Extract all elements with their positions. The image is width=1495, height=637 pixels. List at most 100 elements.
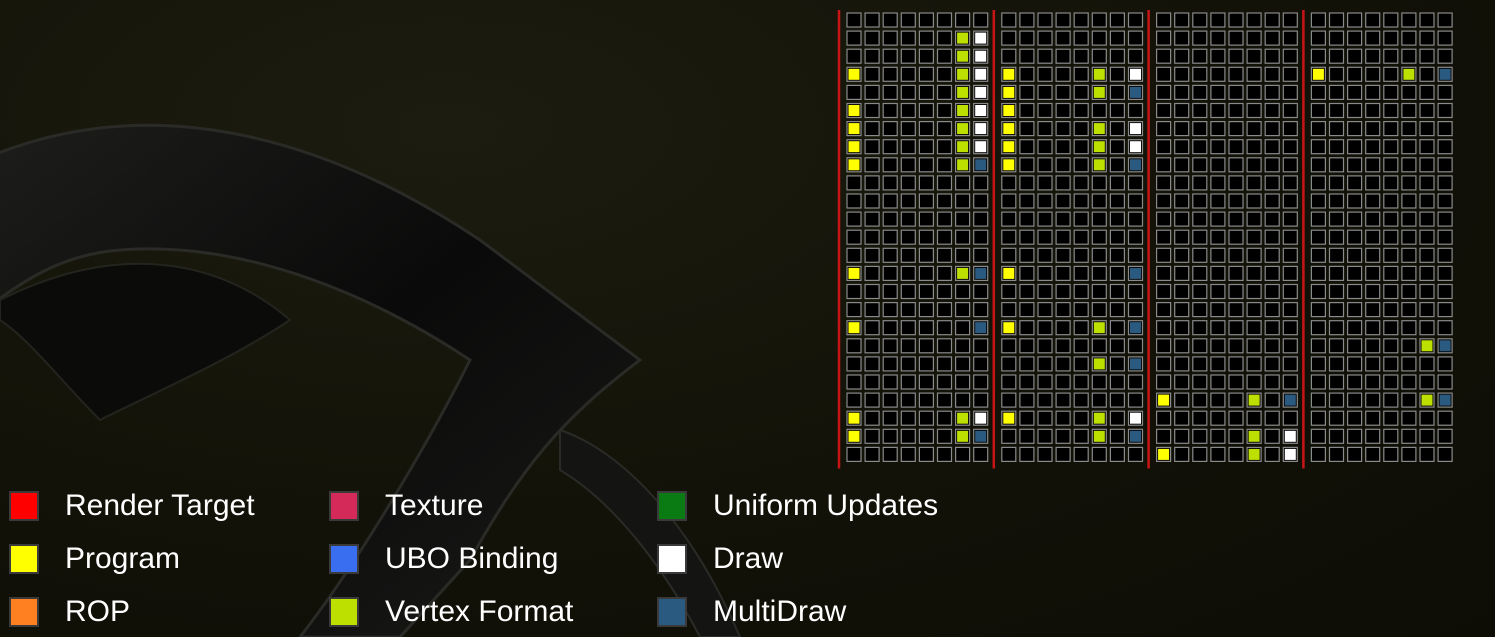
- grid-cell: [1192, 265, 1208, 281]
- grid-cell: [1310, 229, 1326, 245]
- grid-cell: [882, 30, 898, 46]
- state-change-marker: [957, 86, 969, 98]
- grid-cell: [1156, 102, 1172, 119]
- grid-cell: [1282, 283, 1298, 300]
- grid-cell: [864, 283, 880, 300]
- state-change-marker: [848, 322, 860, 334]
- grid-cell: [1383, 30, 1399, 46]
- grid-cell: [1055, 374, 1071, 390]
- state-change-marker: [975, 412, 987, 424]
- state-change-marker: [957, 32, 969, 44]
- grid-cell: [1109, 12, 1125, 28]
- grid-cell: [1328, 247, 1345, 263]
- grid-cell: [1019, 247, 1035, 263]
- state-change-marker: [975, 68, 987, 80]
- grid-cell: [1109, 229, 1125, 245]
- grid-cell: [1346, 193, 1363, 209]
- grid-cell: [1127, 247, 1144, 263]
- grid-cell: [864, 392, 880, 408]
- grid-cell: [1228, 120, 1244, 137]
- grid-cell: [1019, 410, 1035, 426]
- grid-cell: [1401, 265, 1417, 281]
- grid-cell: [1109, 320, 1125, 336]
- grid-cell: [1109, 374, 1125, 390]
- grid-cell: [1264, 265, 1280, 281]
- grid-cell: [1365, 247, 1381, 263]
- grid-cell: [918, 374, 935, 390]
- grid-cell: [1156, 265, 1172, 281]
- grid-cell: [973, 247, 989, 263]
- grid-cell: [900, 175, 916, 191]
- legend-item-multidraw: MultiDraw: [657, 594, 846, 630]
- grid-cell: [1282, 30, 1298, 46]
- grid-cell: [864, 229, 880, 245]
- grid-cell: [1156, 30, 1172, 46]
- state-change-marker: [1093, 123, 1105, 135]
- grid-cell: [1437, 102, 1453, 119]
- grid-cell: [1310, 265, 1326, 281]
- grid-cell: [846, 374, 862, 390]
- grid-cell: [1210, 66, 1226, 82]
- grid-cell: [1055, 428, 1071, 444]
- grid-cell: [936, 102, 953, 119]
- grid-cell: [1419, 320, 1435, 336]
- grid-cell: [1328, 102, 1345, 119]
- state-change-marker: [957, 123, 969, 135]
- grid-cell: [1419, 446, 1435, 462]
- grid-cell: [1228, 374, 1244, 390]
- grid-cell: [1192, 102, 1208, 119]
- grid-cell: [1310, 446, 1326, 462]
- grid-cell: [1365, 120, 1381, 137]
- grid-cell: [1365, 446, 1381, 462]
- grid-cell: [1246, 410, 1262, 426]
- grid-cell: [1437, 30, 1453, 46]
- grid-cell: [1228, 175, 1244, 191]
- grid-cell: [1156, 302, 1172, 318]
- grid-cell: [1192, 175, 1208, 191]
- grid-cell: [1156, 120, 1172, 137]
- state-change-marker: [848, 105, 860, 116]
- grid-cell: [1401, 139, 1417, 155]
- legend-label: MultiDraw: [713, 595, 847, 628]
- grid-cell: [864, 356, 880, 372]
- grid-cell: [1264, 102, 1280, 119]
- grid-cell: [1228, 302, 1244, 318]
- legend-item-vertex-format: Vertex Format: [329, 594, 573, 630]
- grid-cell: [1037, 66, 1053, 82]
- grid-cell: [1282, 338, 1298, 354]
- grid-cell: [1109, 102, 1125, 119]
- grid-cell: [918, 229, 935, 245]
- grid-cell: [1437, 157, 1453, 173]
- grid-cell: [1156, 66, 1172, 82]
- state-change-marker: [1248, 394, 1260, 406]
- state-change-marker: [1130, 358, 1141, 370]
- grid-cell: [1127, 392, 1144, 408]
- grid-cell: [1228, 84, 1244, 101]
- grid-cell: [1192, 428, 1208, 444]
- grid-cell: [1365, 229, 1381, 245]
- grid-cell: [918, 30, 935, 46]
- grid-cell: [1246, 265, 1262, 281]
- grid-cell: [1174, 392, 1190, 408]
- grid-cell: [1419, 84, 1435, 101]
- grid-cell: [1192, 410, 1208, 426]
- grid-cell: [936, 428, 953, 444]
- grid-cell: [1073, 157, 1089, 173]
- state-change-marker: [1093, 141, 1105, 153]
- state-change-marker: [1439, 68, 1451, 80]
- grid-cell: [1346, 410, 1363, 426]
- state-change-marker: [1130, 267, 1141, 279]
- grid-cell: [1174, 374, 1190, 390]
- state-change-marker: [1130, 412, 1141, 424]
- grid-cell: [1419, 302, 1435, 318]
- grid-cell: [1346, 175, 1363, 191]
- grid-cell: [1174, 102, 1190, 119]
- state-change-marker: [1248, 448, 1260, 460]
- state-change-marker: [1130, 159, 1141, 171]
- grid-cell: [1037, 84, 1053, 101]
- grid-cell: [1073, 302, 1089, 318]
- grid-cell: [1346, 356, 1363, 372]
- grid-cell: [1419, 48, 1435, 64]
- grid-cell: [900, 66, 916, 82]
- grid-cell: [1019, 338, 1035, 354]
